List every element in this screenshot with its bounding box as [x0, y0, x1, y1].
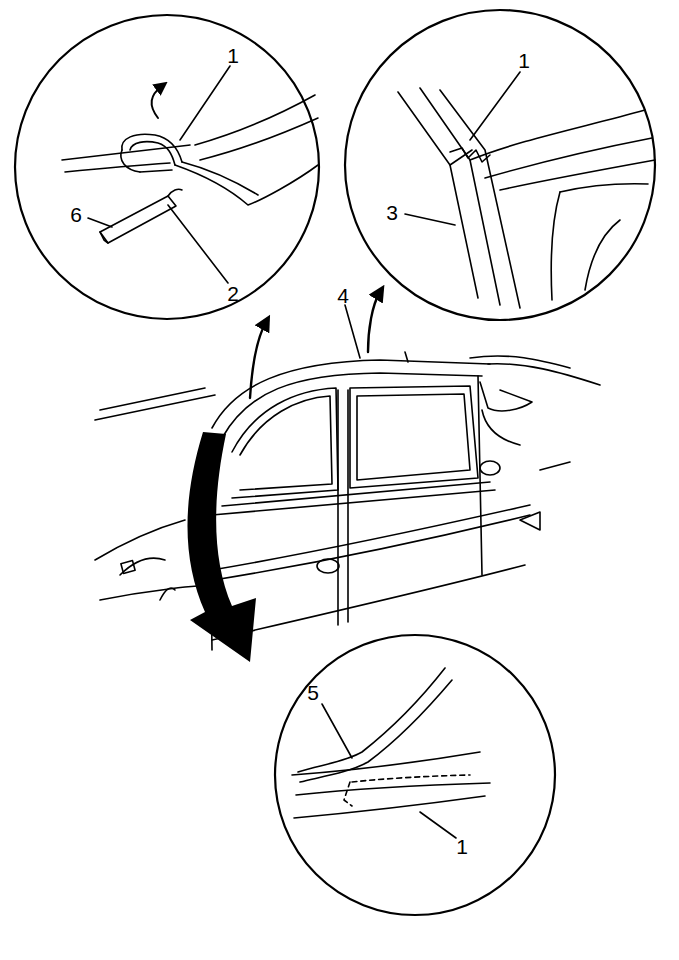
callout-number: 4 — [337, 285, 349, 306]
callout-number: 6 — [70, 204, 82, 225]
detail-circle-bottom — [275, 635, 555, 915]
callout-number: 1 — [227, 45, 239, 66]
callout-number: 3 — [386, 202, 398, 223]
detail-circle-right — [345, 10, 655, 320]
small-arrow — [368, 292, 380, 352]
car-body — [95, 352, 600, 650]
callout-number: 1 — [518, 50, 530, 71]
detail-circle-left — [15, 15, 319, 319]
callout-number: 5 — [307, 682, 319, 703]
small-arrow — [250, 322, 266, 398]
callout-number: 1 — [456, 836, 468, 857]
large-arrow — [187, 432, 256, 662]
callout-number: 2 — [227, 283, 239, 304]
leader-line — [345, 305, 360, 358]
